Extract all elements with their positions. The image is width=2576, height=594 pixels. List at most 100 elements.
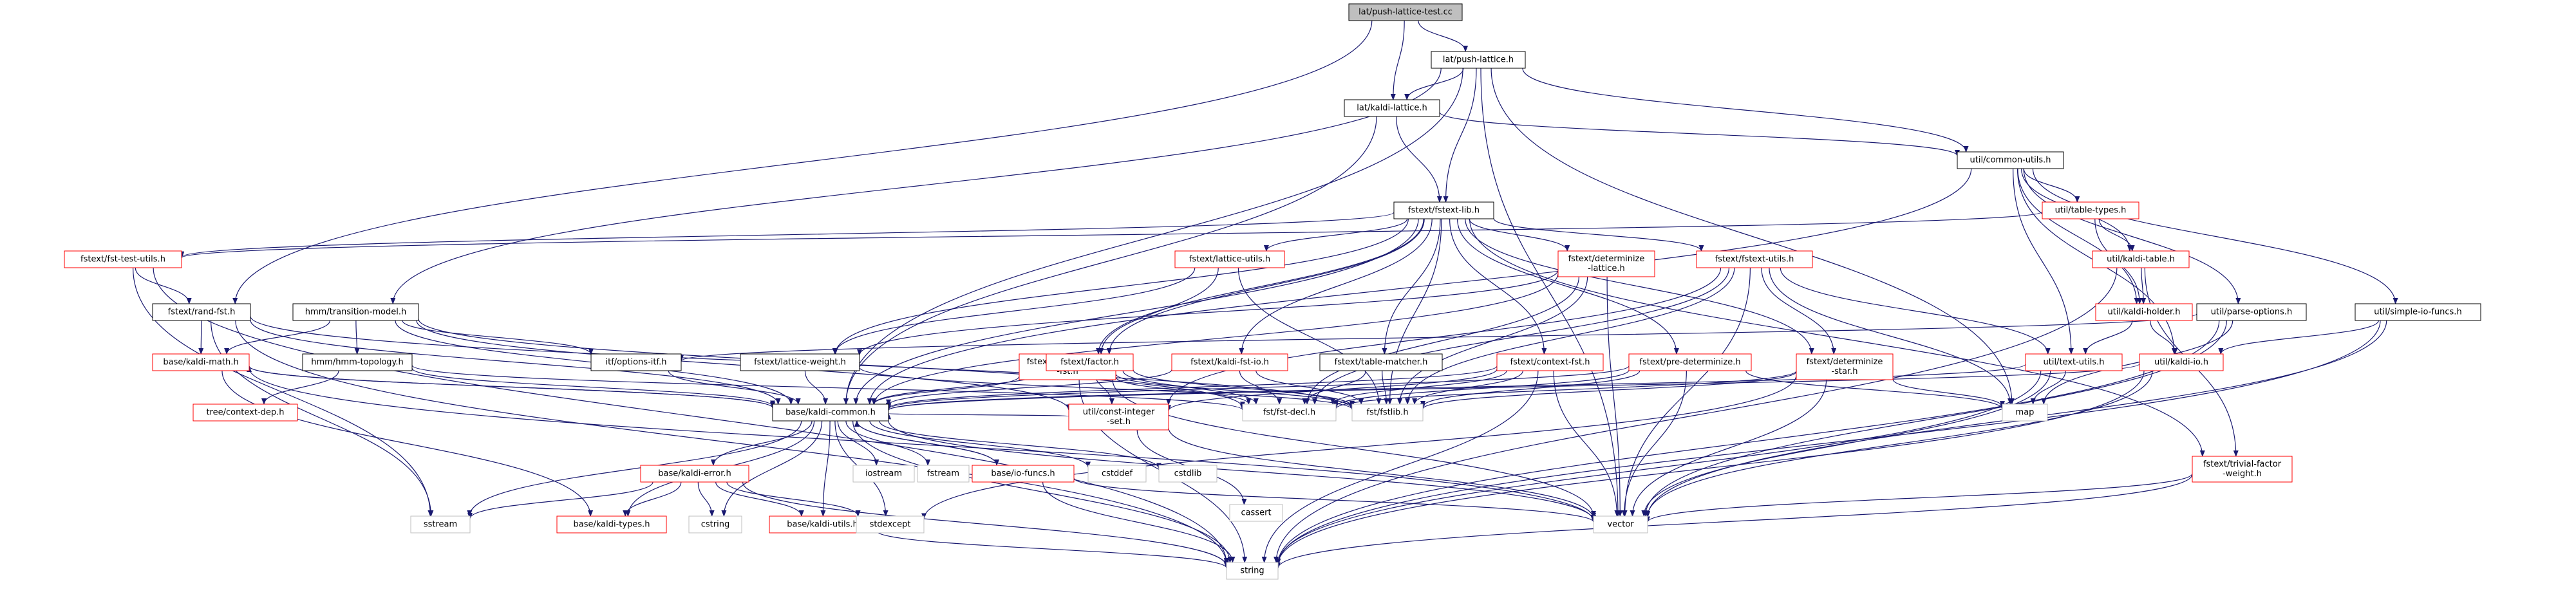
edge-push_lattice-to-kaldi_common (843, 68, 1463, 405)
node-fst-test-utils[interactable]: fstext/fst-test-utils.h (64, 250, 182, 268)
node-kaldi-fst-io[interactable]: fstext/kaldi-fst-io.h (1171, 353, 1288, 371)
node-label: base/kaldi-types.h (574, 520, 650, 530)
node-kaldi-io[interactable]: util/kaldi-io.h (2139, 353, 2224, 371)
edge-fstext_lib-to-determinize_star (1465, 218, 1814, 355)
edge-kaldi_common-to-kaldi_utils (820, 420, 831, 517)
edge-pre_determinize-to-map (1745, 370, 2005, 410)
node-determinize-star[interactable]: fstext/determinize-star.h (1796, 353, 1894, 380)
node-context-dep[interactable]: tree/context-dep.h (193, 404, 298, 422)
node-label: util/kaldi-io.h (2154, 358, 2208, 367)
edge-fstext_utils-to-text_utils (1780, 267, 2051, 355)
edge-kaldi_io-to-vector (1645, 370, 2153, 517)
node-parse-options[interactable]: util/parse-options.h (2196, 303, 2307, 321)
edge-kaldi_lattice-to-fstext_lib (1396, 116, 1442, 203)
edge-kaldi_common-to-fstream (845, 420, 931, 466)
node-transition-model[interactable]: hmm/transition-model.h (292, 303, 419, 321)
node-label: base/kaldi-common.h (785, 408, 876, 418)
node-label: stdexcept (870, 520, 911, 530)
node-box (302, 353, 413, 371)
node-kaldi-lattice[interactable]: lat/kaldi-lattice.h (1344, 99, 1440, 117)
edge-transition_model-to-kaldi_math (224, 320, 330, 355)
node-hmm-topology[interactable]: hmm/hmm-topology.h (302, 353, 413, 371)
node-label: util/const-integer (1083, 407, 1155, 417)
node-cassert: cassert (1229, 504, 1283, 522)
edge-simple_io_funcs-to-string (1275, 320, 2381, 566)
node-label: cstddef (1102, 469, 1133, 479)
edge-kaldi_error-to-kaldi_utils (715, 481, 804, 517)
edge-context_fst-to-string (1261, 370, 1539, 563)
edge-push_lattice-to-map (1490, 68, 2015, 405)
node-box (410, 515, 471, 534)
edge-kaldi_common-to-cstdlib (879, 420, 1161, 470)
node-box (1593, 515, 1648, 534)
node-cstdlib: cstdlib (1158, 465, 1217, 483)
edge-fst_test_utils-to-rand_fst (135, 267, 192, 304)
node-io-funcs[interactable]: base/io-funcs.h (972, 465, 1075, 483)
node-box (772, 404, 889, 422)
node-label: fstext/factor.h (1060, 358, 1119, 367)
node-table-types[interactable]: util/table-types.h (2042, 201, 2139, 219)
node-box (1351, 404, 1424, 422)
edge-fstext_lib-to-trivial_factor_weight (1469, 218, 2205, 457)
node-pre-determinize[interactable]: fstext/pre-determinize.h (1628, 353, 1752, 371)
edge-fstext_utils-to-fst_decl (1312, 267, 1730, 405)
node-box (1242, 404, 1337, 422)
node-kaldi-error[interactable]: base/kaldi-error.h (640, 465, 749, 483)
node-box (1393, 201, 1494, 219)
edge-kaldi_math-to-vector (249, 367, 1596, 523)
node-table-matcher[interactable]: fstext/table-matcher.h (1319, 353, 1443, 371)
node-box (2002, 404, 2048, 422)
node-kaldi-common[interactable]: base/kaldi-common.h (772, 404, 889, 422)
node-kaldi-types[interactable]: base/kaldi-types.h (556, 515, 667, 534)
node-common-utils[interactable]: util/common-utils.h (1957, 151, 2064, 169)
node-trivial-factor-weight[interactable]: fstext/trivial-factor-weight.h (2192, 456, 2293, 483)
node-box (590, 353, 682, 371)
node-box (1557, 250, 1655, 277)
node-fstext-utils[interactable]: fstext/fstext-utils.h (1696, 250, 1813, 268)
node-factor[interactable]: fstext/factor.h (1046, 353, 1134, 371)
node-root[interactable]: lat/push-lattice-test.cc (1348, 3, 1463, 21)
node-label: util/parse-options.h (2211, 308, 2292, 317)
edge-fstext_lib-to-factor (1106, 218, 1425, 355)
node-label: -star.h (1831, 367, 1857, 376)
node-label: fstext/fst-test-utils.h (80, 255, 165, 265)
node-lattice-weight[interactable]: fstext/lattice-weight.h (740, 353, 860, 371)
node-context-fst[interactable]: fstext/context-fst.h (1496, 353, 1604, 371)
node-kaldi-holder[interactable]: util/kaldi-holder.h (2095, 303, 2193, 321)
edge-io_funcs-to-kaldi_common (854, 420, 997, 466)
node-determinize-lattice[interactable]: fstext/determinize-lattice.h (1557, 250, 1655, 277)
node-kaldi-table[interactable]: util/kaldi-table.h (2092, 250, 2190, 268)
nodes-layer: lat/push-lattice-test.cc lat/push-lattice… (64, 3, 2481, 580)
edge-kaldi_common-to-sstream (467, 420, 802, 517)
node-box (152, 303, 251, 321)
node-cstddef: cstddef (1087, 465, 1147, 483)
node-box (852, 465, 915, 483)
node-options-itf[interactable]: itf/options-itf.h (590, 353, 682, 371)
node-text-utils[interactable]: util/text-utils.h (2025, 353, 2123, 371)
node-lattice-utils[interactable]: fstext/lattice-utils.h (1174, 250, 1285, 268)
node-label: lat/push-lattice.h (1443, 55, 1514, 65)
node-const-integer-set[interactable]: util/const-integer-set.h (1068, 404, 1169, 431)
node-simple-io-funcs[interactable]: util/simple-io-funcs.h (2355, 303, 2481, 321)
node-kaldi-math[interactable]: base/kaldi-math.h (152, 353, 250, 371)
node-label: string (1240, 566, 1264, 576)
node-push-lattice[interactable]: lat/push-lattice.h (1431, 51, 1526, 69)
node-label: fstext/lattice-utils.h (1189, 255, 1270, 265)
edge-pre_determinize-to-kaldi_common (886, 366, 1630, 410)
edge-context_fst-to-fstlib (1412, 370, 1523, 405)
edge-fstext_lib-to-fst_test_utils (179, 212, 1395, 258)
edge-lattice_utils-to-factor (1098, 267, 1219, 355)
node-box (64, 250, 182, 268)
node-label: base/kaldi-error.h (658, 469, 731, 479)
edge-hmm_topology-to-fst_decl (411, 365, 1245, 411)
edge-kaldi_common-to-vector (888, 420, 1596, 521)
node-box (1068, 404, 1169, 431)
node-fstext-lib[interactable]: fstext/fstext-lib.h (1393, 201, 1494, 219)
edge-lattice_weight-to-kaldi_common (804, 370, 829, 405)
edge-options_itf-to-kaldi_common (668, 370, 801, 405)
node-rand-fst[interactable]: fstext/rand-fst.h (152, 303, 251, 321)
node-label: fstream (927, 469, 959, 479)
edge-push_lattice-to-kaldi_lattice (1404, 68, 1464, 100)
edge-text_utils-to-kaldi_common (886, 364, 2026, 411)
node-label: cassert (1241, 508, 1271, 518)
